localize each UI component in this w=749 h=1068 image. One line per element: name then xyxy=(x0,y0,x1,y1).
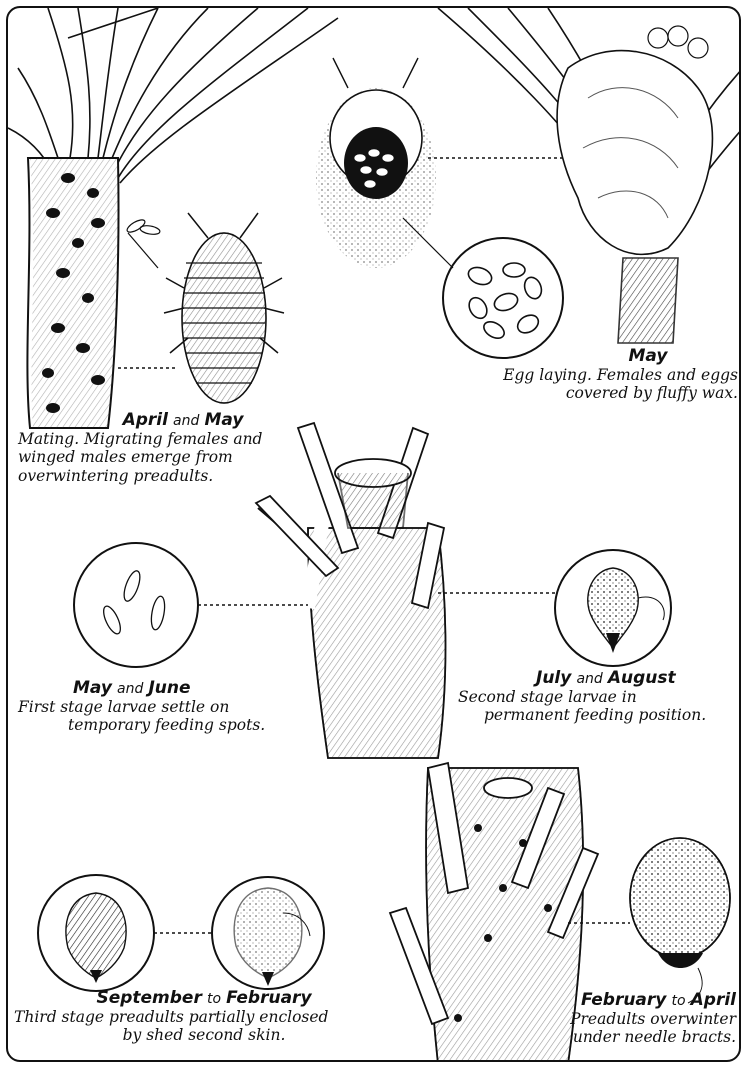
first-stage-larvae-magnified xyxy=(74,543,198,667)
caption-july-august-line-1: Second stage larvae in xyxy=(458,688,738,706)
caption-april-may-heading-a: April xyxy=(123,410,168,430)
caption-may-june-line-2: temporary feeding spots. xyxy=(18,716,328,734)
third-stage-preadult-skin xyxy=(212,877,324,989)
caption-february-april-heading-and: to xyxy=(671,993,685,1009)
egg-laying-female xyxy=(316,58,436,268)
caption-february-april-line-2: under needle bracts. xyxy=(508,1028,736,1046)
caption-may-june-line-1: First stage larvae settle on xyxy=(18,698,328,716)
caption-july-august-heading-a: July xyxy=(536,668,571,688)
caption-july-august-heading-and: and xyxy=(576,671,602,687)
caption-may-heading: May xyxy=(629,346,668,366)
caption-april-may: April and May Mating. Migrating females … xyxy=(18,410,308,485)
caption-september-february: September to February Third stage preadu… xyxy=(14,988,394,1045)
second-stage-larva-magnified xyxy=(555,550,671,666)
third-stage-preadult-enclosed xyxy=(38,875,154,991)
wax-covered-females xyxy=(557,26,712,254)
adult-female-large xyxy=(164,213,284,403)
caption-may-june: May and June First stage larvae settle o… xyxy=(18,678,328,735)
caption-april-may-heading-and: and xyxy=(173,413,199,429)
caption-may-june-heading-a: May xyxy=(73,678,112,698)
caption-may: May Egg laying. Females and eggs covered… xyxy=(448,346,738,403)
caption-july-august-line-2: permanent feeding position. xyxy=(458,706,738,724)
caption-september-february-heading-b: February xyxy=(226,988,311,1008)
overwintering-preadult-magnified xyxy=(630,838,730,1003)
caption-april-may-line-2: winged males emerge from xyxy=(18,448,308,466)
caption-february-april-line-1: Preadults overwinter xyxy=(508,1010,736,1028)
stem-left xyxy=(27,158,160,428)
caption-may-june-heading-b: June xyxy=(148,678,190,698)
caption-february-april: February to April Preadults overwinter u… xyxy=(508,990,736,1047)
caption-may-line-1: Egg laying. Females and eggs xyxy=(448,366,738,384)
caption-july-august-heading-b: August xyxy=(608,668,676,688)
caption-april-may-line-1: Mating. Migrating females and xyxy=(18,430,308,448)
caption-may-line-2: covered by fluffy wax. xyxy=(448,384,738,402)
caption-september-february-line-1: Third stage preadults partially enclosed xyxy=(14,1008,394,1026)
caption-april-may-heading-b: May xyxy=(204,410,243,430)
life-cycle-illustration xyxy=(8,8,741,1062)
needles-top-left xyxy=(8,8,338,183)
caption-july-august: July and August Second stage larvae in p… xyxy=(458,668,738,725)
caption-may-june-heading-and: and xyxy=(117,681,143,697)
eggs-magnified xyxy=(443,238,563,358)
caption-february-april-heading-a: February xyxy=(581,990,666,1010)
diagram-frame: April and May Mating. Migrating females … xyxy=(6,6,741,1062)
caption-september-february-heading-and: to xyxy=(207,991,221,1007)
caption-april-may-line-3: overwintering preadults. xyxy=(18,467,308,485)
caption-september-february-heading-a: September xyxy=(96,988,201,1008)
stem-top-right xyxy=(618,258,678,343)
caption-september-february-line-2: by shed second skin. xyxy=(14,1026,394,1044)
caption-february-april-heading-b: April xyxy=(691,990,736,1010)
